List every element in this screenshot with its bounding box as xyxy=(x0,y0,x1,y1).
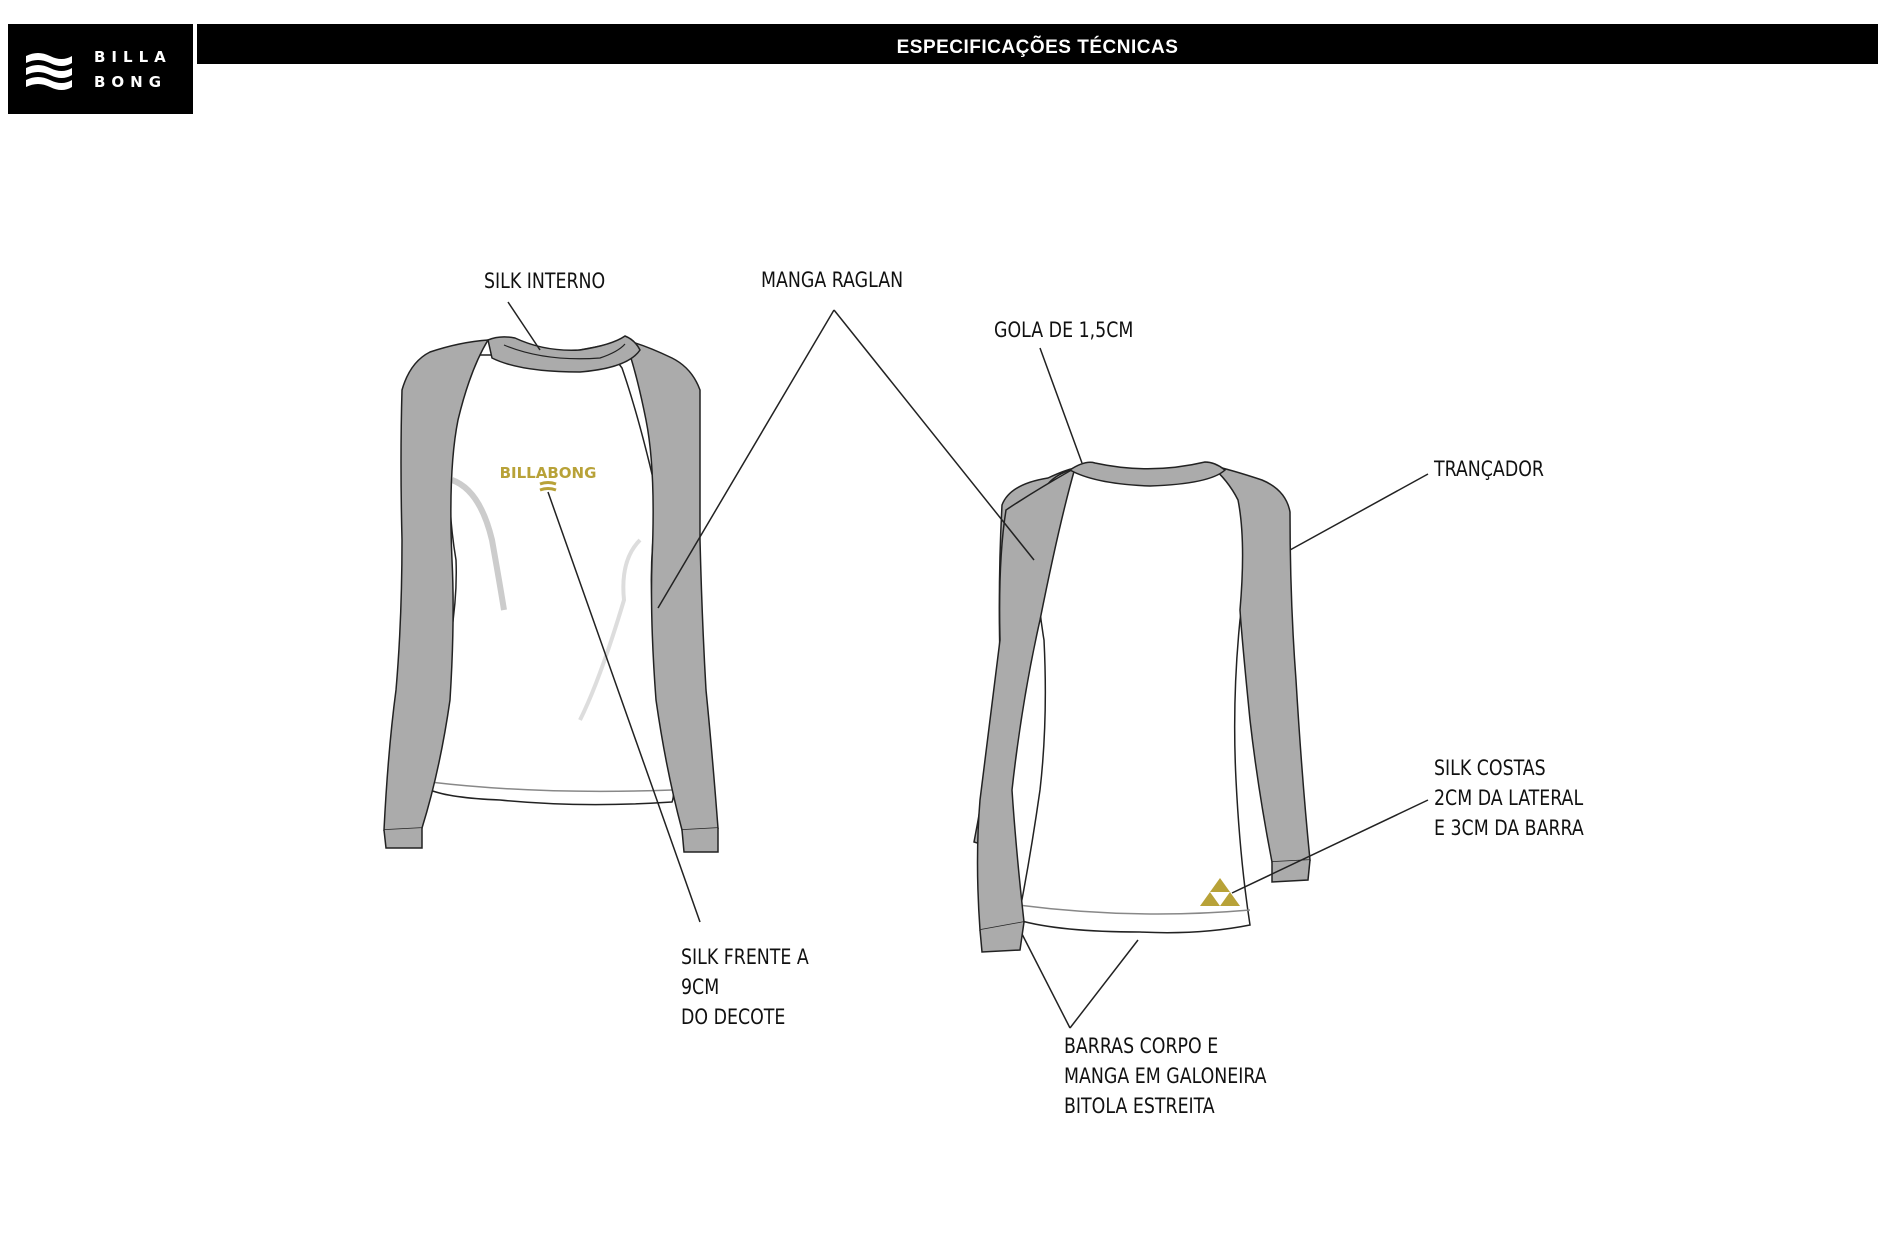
back-print-emblem-icon xyxy=(1200,878,1240,906)
label-barras-line2: MANGA EM GALONEIRA xyxy=(1064,1064,1267,1088)
front-body xyxy=(429,344,675,806)
back-collar xyxy=(1068,461,1227,487)
label-trancador: TRANÇADOR xyxy=(1434,457,1544,481)
label-silk-costas-line1: SILK COSTAS xyxy=(1434,756,1546,780)
callout-lines xyxy=(507,301,1429,1029)
callout-manga-raglan-back xyxy=(833,309,1035,561)
label-barras-line3: BITOLA ESTREITA xyxy=(1064,1094,1215,1118)
callout-manga-raglan-front xyxy=(657,309,835,609)
callout-barras-right xyxy=(1069,939,1139,1029)
callout-gola xyxy=(1039,347,1083,464)
front-shirt: BILLABONG xyxy=(383,335,719,853)
label-silk-frente-line3: DO DECOTE xyxy=(681,1005,786,1029)
callout-silk-interno xyxy=(507,301,541,351)
label-silk-frente-line2: 9CM xyxy=(681,975,720,999)
header-bar: ESPECIFICAÇÕES TÉCNICAS xyxy=(197,24,1878,64)
brand-name-line2: BONG xyxy=(94,73,168,91)
front-print: BILLABONG xyxy=(500,464,597,482)
label-gola: GOLA DE 1,5CM xyxy=(994,318,1134,342)
front-left-sleeve xyxy=(383,339,490,831)
callout-silk-frente xyxy=(547,491,701,923)
callout-barras-left xyxy=(1021,933,1071,1029)
brand-logo: BILLA BONG xyxy=(8,24,193,114)
label-silk-interno: SILK INTERNO xyxy=(484,269,606,293)
label-silk-frente-line1: SILK FRENTE A xyxy=(681,945,809,969)
label-barras-line1: BARRAS CORPO E xyxy=(1064,1034,1219,1058)
back-shirt xyxy=(973,461,1311,953)
callout-trancador xyxy=(1289,473,1429,551)
billabong-wave-icon xyxy=(26,53,72,90)
label-silk-costas-line2: 2CM DA LATERAL xyxy=(1434,786,1584,810)
label-manga-raglan: MANGA RAGLAN xyxy=(761,268,904,292)
callout-silk-costas xyxy=(1231,799,1429,894)
front-print-wave-icon xyxy=(539,481,557,492)
front-collar xyxy=(487,335,641,373)
brand-name-line1: BILLA xyxy=(94,48,172,66)
page-title: ESPECIFICAÇÕES TÉCNICAS xyxy=(896,37,1179,58)
label-silk-costas-line3: E 3CM DA BARRA xyxy=(1434,816,1584,840)
